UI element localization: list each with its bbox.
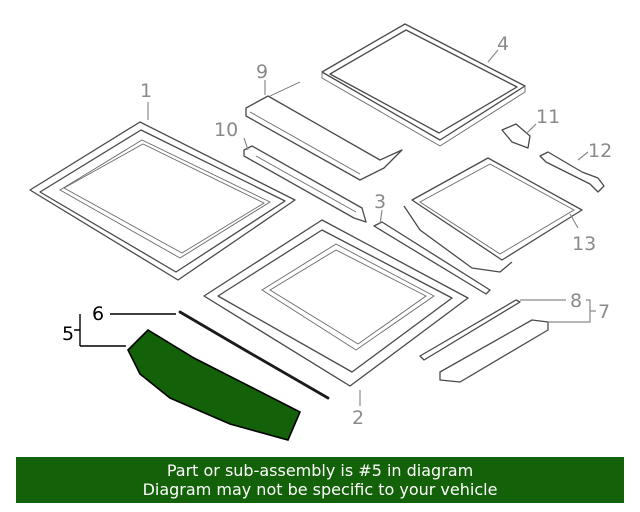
part-6-seal [178,310,330,400]
callout-2: 2 [352,407,364,429]
part-13-sunshade [403,157,583,273]
part-11-motor [501,123,531,149]
part-2-frame [203,219,469,387]
part-4-glass [321,23,526,147]
callout-9: 9 [256,61,268,83]
part-12-harness [539,151,605,193]
callout-11: 11 [536,106,560,128]
leader-12 [577,151,589,161]
banner-line-1: Part or sub-assembly is #5 in diagram [166,461,474,480]
callout-7: 7 [598,301,610,323]
leader-10 [243,137,249,151]
part-3-clip [373,221,491,295]
leader-3 [379,209,383,225]
callout-1: 1 [140,80,152,102]
part-1-glass-panel [29,121,296,281]
leader-13 [569,213,579,229]
part-7-weatherstrip [439,319,549,383]
part-10-rail [243,145,367,223]
bracket-5-6 [74,314,81,346]
callout-8: 8 [570,290,582,312]
part-5-deflector-highlighted [127,328,302,441]
callout-10: 10 [214,119,238,141]
part-9-bracket [245,81,403,181]
leader-4 [487,49,499,63]
part-8-strip [419,299,521,361]
callout-5: 5 [62,323,74,345]
bracket-7-8 [586,299,596,323]
banner-line-2: Diagram may not be specific to your vehi… [142,480,498,499]
leader-11 [525,123,537,135]
callout-12: 12 [588,140,612,162]
callout-3: 3 [374,191,386,213]
parts-diagram: 1 4 9 10 11 12 13 3 [29,23,612,441]
info-banner: Part or sub-assembly is #5 in diagram Di… [16,457,624,503]
callout-13: 13 [572,233,596,255]
callout-6: 6 [92,303,104,325]
callout-4: 4 [497,33,509,55]
